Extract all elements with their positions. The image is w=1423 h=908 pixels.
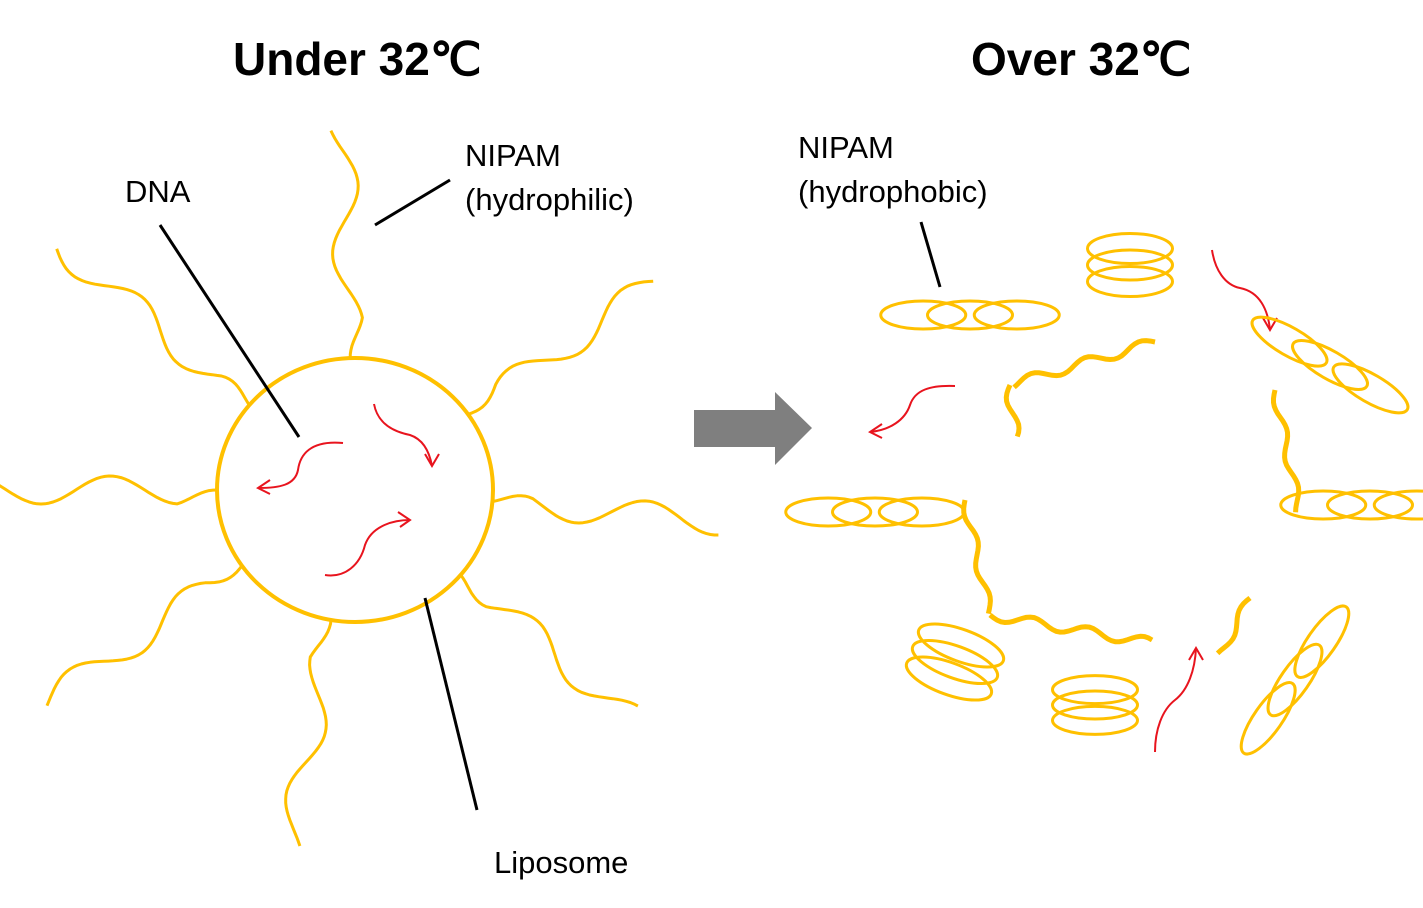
collapsed-nipam-coil (1086, 232, 1174, 298)
nipam-chain (467, 279, 654, 416)
right-panel-title: Over 32℃ (971, 33, 1192, 85)
nipam-backbone (961, 499, 993, 615)
nipam-aggregates-hydrophobic (784, 232, 1423, 756)
nipam-hydrophobic-line1: NIPAM (798, 130, 894, 165)
nipam-hydrophobic-label: NIPAM (hydrophobic) (798, 126, 988, 214)
red-arrow (257, 441, 344, 489)
nipam-label-line2: (hydrophilic) (465, 182, 634, 217)
nipam-hydrophobic-leader-line (919, 221, 942, 288)
red-arrow (1154, 647, 1197, 753)
nipam-leader-line (374, 178, 451, 227)
collapsed-nipam-coil (1239, 604, 1351, 756)
nipam-chain (284, 619, 333, 847)
collapsed-nipam-coil (784, 496, 966, 528)
collapsed-nipam-coil (904, 622, 1006, 702)
arrow-head (256, 479, 271, 495)
nipam-backbone (1215, 596, 1252, 656)
nipam-chain (459, 573, 639, 708)
collapsed-nipam-coil (879, 299, 1061, 331)
liposome-label: Liposome (494, 845, 629, 880)
liposome-membrane (215, 356, 495, 624)
nipam-backbone (1003, 384, 1022, 438)
nipam-chain (55, 248, 251, 406)
nipam-hydrophobic-line2: (hydrophobic) (798, 174, 988, 209)
nipam-chain (492, 494, 719, 537)
dna-label: DNA (125, 174, 191, 209)
arrow-head (1262, 317, 1278, 332)
nipam-backbone (988, 613, 1154, 645)
nipam-chain (0, 474, 218, 506)
left-panel-title: Under 32℃ (233, 33, 482, 85)
arrow-head (397, 511, 412, 528)
dna-motion-arrows (256, 249, 1278, 753)
red-arrow (869, 384, 956, 433)
dna-leader-line (158, 224, 301, 438)
nipam-chain (329, 129, 364, 359)
red-arrow (373, 403, 433, 467)
nipam-chain (45, 564, 244, 707)
nipam-backbone (1012, 338, 1156, 390)
arrow-head (868, 423, 883, 439)
collapsed-nipam-coil (1250, 315, 1410, 415)
nipam-label-line1: NIPAM (465, 138, 561, 173)
red-arrow (1211, 249, 1271, 331)
arrow-head (1188, 646, 1204, 661)
red-arrow (324, 519, 411, 577)
liposome-leader-line (423, 597, 479, 811)
nipam-chains-hydrophilic (0, 129, 719, 847)
leader-lines (158, 178, 942, 811)
nipam-hydrophilic-label: NIPAM (hydrophilic) (465, 134, 634, 222)
arrow-head (424, 453, 440, 468)
transition-arrow (694, 392, 812, 465)
collapsed-nipam-coil (1279, 489, 1423, 521)
nipam-backbone (1271, 389, 1302, 513)
collapsed-nipam-coil (1051, 674, 1139, 736)
